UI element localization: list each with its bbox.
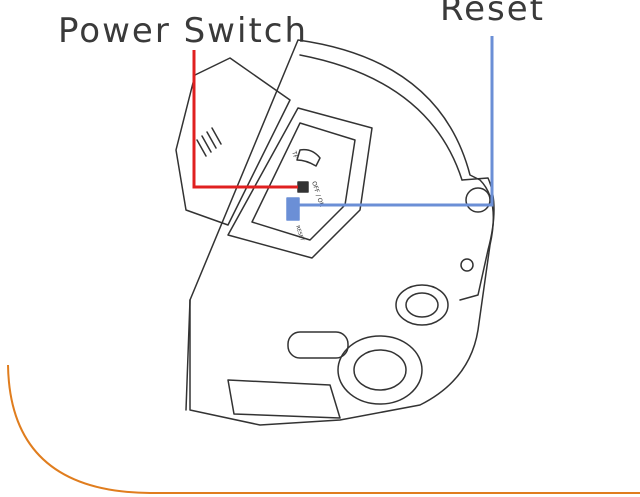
power-switch-label: Power Switch [58,11,309,51]
side-knob [465,187,491,213]
side-button [460,258,474,272]
tf-slot-mark: TF [290,150,299,160]
tf-slot [296,148,321,167]
reset-label: Reset [440,0,545,29]
reset-button [286,197,300,221]
device-top-curve [299,54,463,181]
power-switch [297,181,309,193]
front-vent [287,331,349,359]
lid-grip-lines [196,127,222,157]
front-bumper [227,379,341,419]
frame-border [7,364,640,494]
compartment-inner [251,122,356,241]
device-top-outline [189,39,495,426]
compartment-outer [227,107,373,259]
side-housing [459,177,495,301]
reset-mark: RESET [294,225,305,243]
camera-lens-outer [337,335,423,405]
reset-callout-line [299,36,494,207]
front-button-inner [405,292,439,318]
camera-lens-inner [353,349,407,391]
device-left-edge [185,299,191,411]
device-illustration [175,39,495,426]
front-button [395,284,449,326]
power-switch-callout-line [192,50,298,189]
device-lid [175,57,291,226]
